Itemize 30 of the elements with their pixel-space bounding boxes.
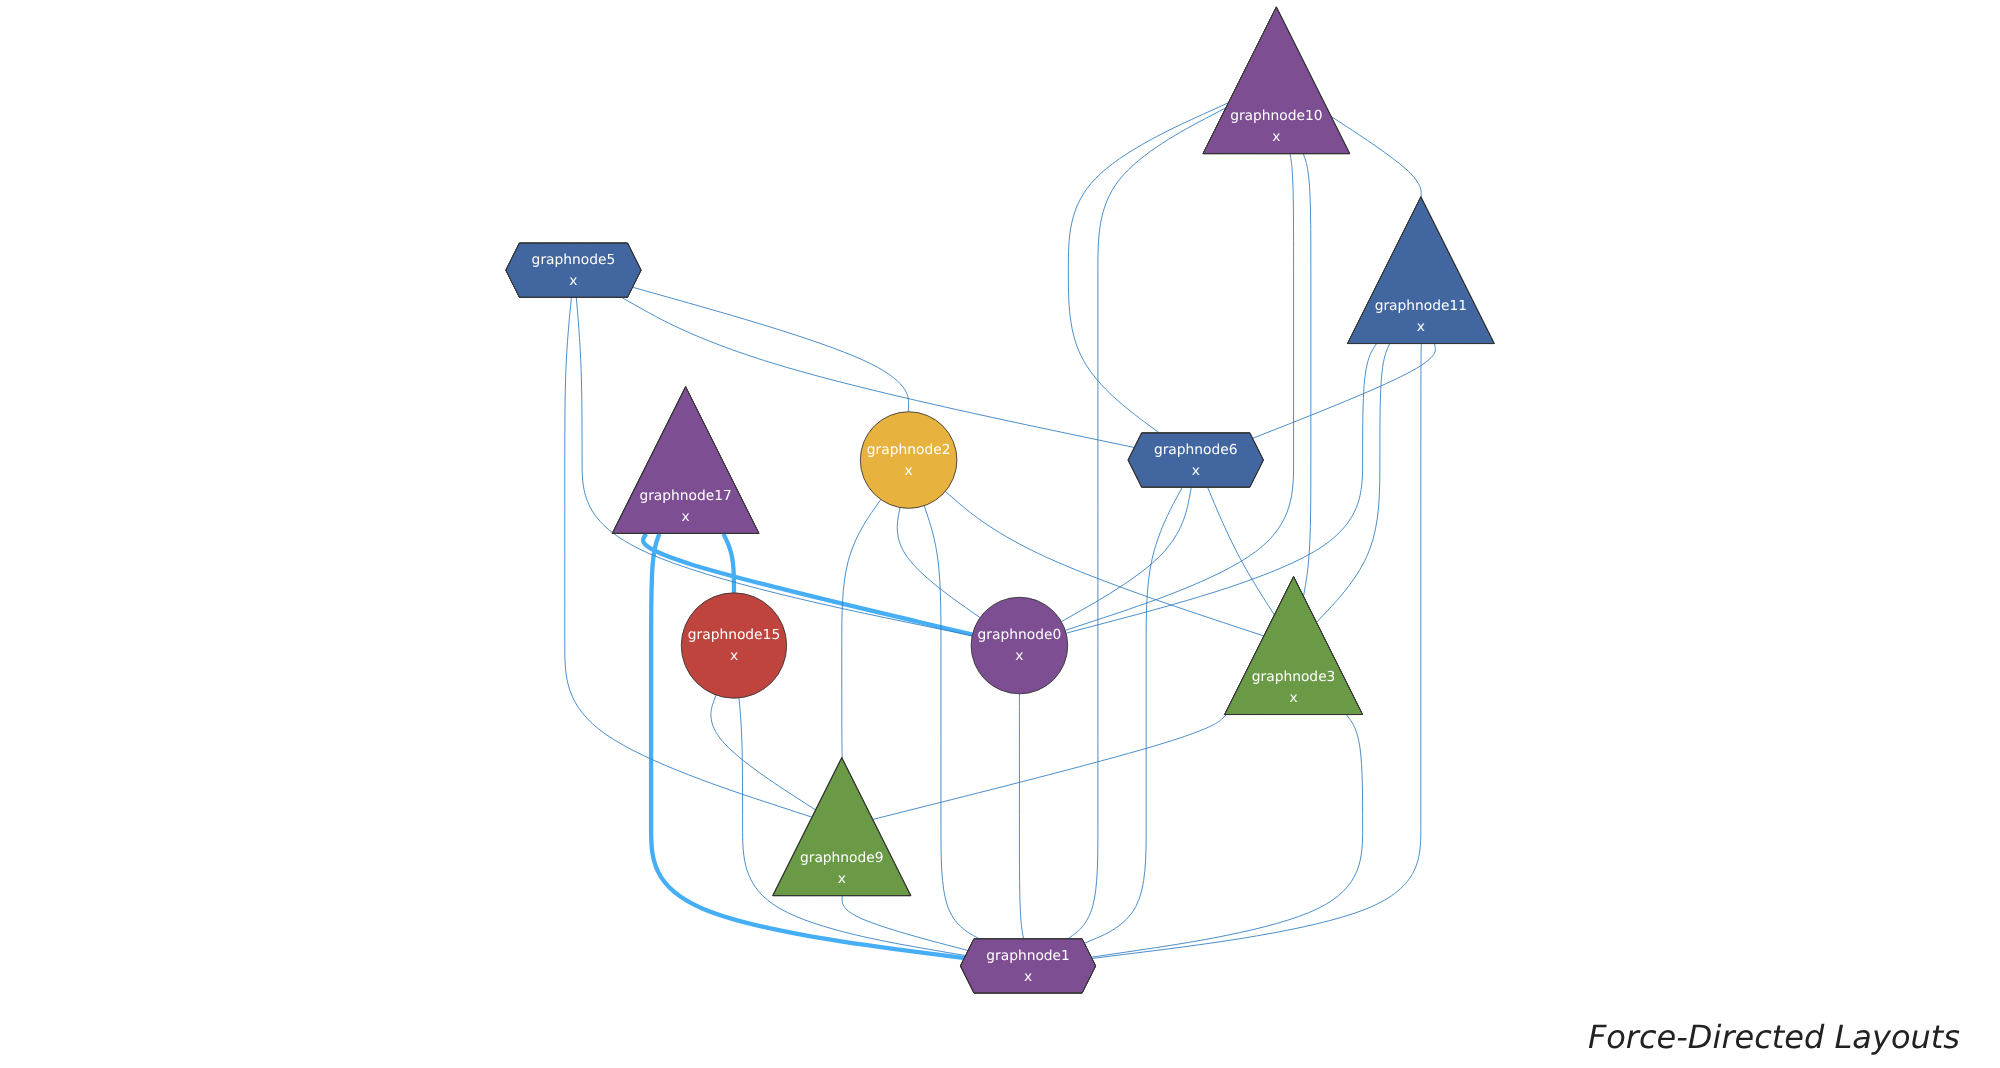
connector <box>841 895 970 952</box>
connector <box>1252 343 1436 439</box>
connector <box>872 714 1227 820</box>
connector <box>944 491 1265 637</box>
connector <box>1060 487 1192 623</box>
connector <box>1331 116 1422 198</box>
connector <box>923 505 981 940</box>
connector <box>1091 343 1422 959</box>
connector <box>841 499 882 759</box>
connector <box>1091 714 1364 958</box>
connector <box>1084 487 1183 944</box>
connector <box>1316 343 1391 623</box>
connector <box>1067 106 1228 940</box>
connector <box>648 533 966 961</box>
connector <box>1303 153 1312 597</box>
connector <box>641 532 973 637</box>
connector <box>710 694 817 811</box>
connector <box>1064 153 1294 631</box>
connector <box>621 297 1136 449</box>
connector <box>896 507 981 619</box>
caption: Force-Directed Layouts <box>1587 1018 1960 1056</box>
connector <box>1019 693 1025 940</box>
connector <box>1067 101 1230 434</box>
connector <box>1207 487 1276 616</box>
connector <box>721 532 737 593</box>
connector <box>632 286 910 413</box>
connector <box>564 297 813 818</box>
connector <box>1065 343 1377 634</box>
connector <box>575 297 973 637</box>
connector <box>738 697 967 957</box>
